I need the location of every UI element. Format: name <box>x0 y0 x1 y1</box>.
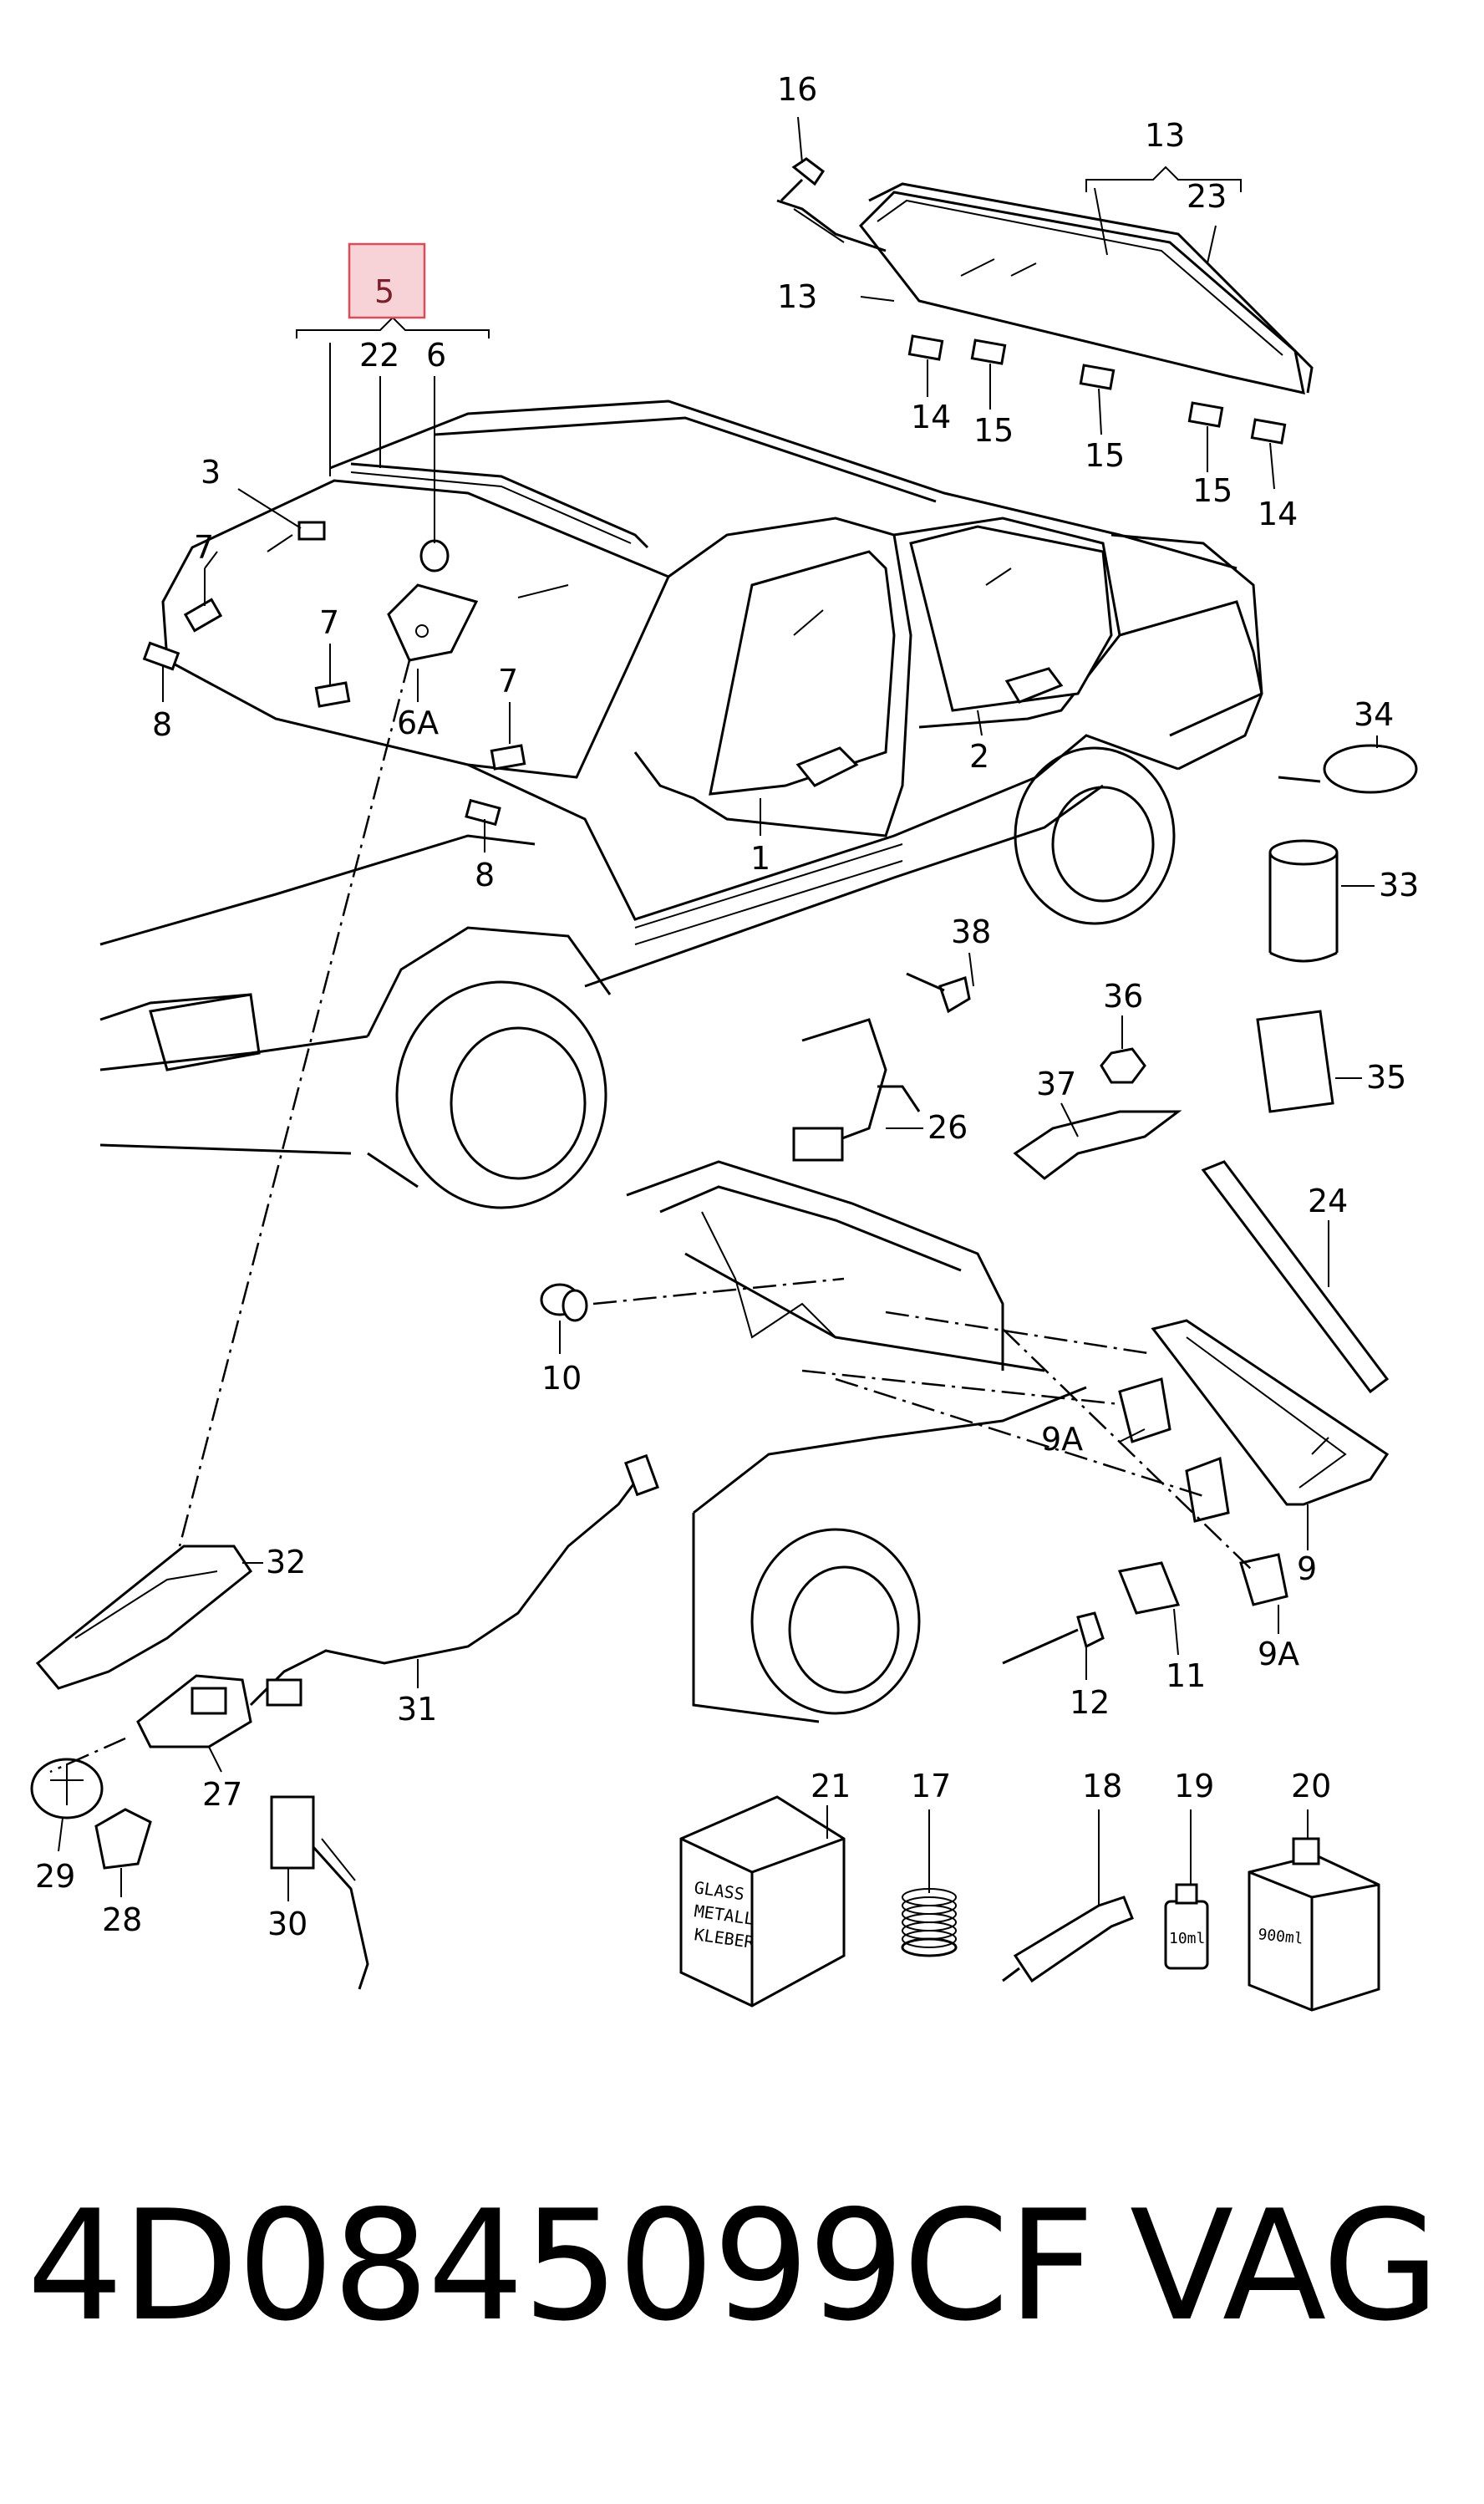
callout-11: 11 <box>1166 1657 1206 1694</box>
rear-window-assembly <box>777 159 1312 443</box>
callout-22: 22 <box>359 337 399 374</box>
highlight-box-item-5 <box>349 244 424 318</box>
coil-spring <box>902 1889 956 1956</box>
callout-6A: 6A <box>397 705 439 741</box>
front-door-glass <box>710 552 894 794</box>
brand-name: VAG <box>1130 2177 1440 2354</box>
callout-13-top: 13 <box>1145 117 1185 154</box>
callout-15-b: 15 <box>1085 437 1125 474</box>
callout-17: 17 <box>911 1768 951 1804</box>
callout-13-left: 13 <box>777 278 817 315</box>
callout-18: 18 <box>1082 1768 1122 1804</box>
callout-15-c: 15 <box>1192 472 1232 509</box>
callout-35: 35 <box>1366 1059 1406 1096</box>
callout-10: 10 <box>541 1360 582 1397</box>
rear-door-glass <box>911 527 1111 710</box>
callout-12: 12 <box>1070 1684 1110 1721</box>
right-side-parts <box>794 746 1416 1392</box>
callout-9A-b: 9A <box>1258 1636 1299 1672</box>
rear-quarter-detail <box>541 1162 1387 1722</box>
guide-lines <box>50 660 1253 1772</box>
callout-6: 6 <box>426 337 446 374</box>
callout-7-a: 7 <box>194 529 214 566</box>
callout-14-b: 14 <box>1258 496 1298 532</box>
car-body-illustration <box>100 401 1262 1208</box>
callout-labels: 16 13 23 13 22 6 14 15 15 15 14 3 7 7 7 … <box>35 71 1419 1942</box>
callout-7-b: 7 <box>319 604 339 641</box>
parts-diagram: GLASS METALL KLEBER 10ml 900ml <box>0 71 1419 2131</box>
callout-7-c: 7 <box>498 663 518 700</box>
callout-16: 16 <box>777 71 817 108</box>
callout-9: 9 <box>1297 1550 1317 1587</box>
windshield-parts <box>145 464 648 824</box>
front-wheel <box>397 982 606 1208</box>
callout-8-a: 8 <box>152 706 172 743</box>
svg-text:10ml: 10ml <box>1169 1930 1205 1947</box>
callout-8-b: 8 <box>475 857 495 893</box>
rear-wheel <box>1015 748 1174 924</box>
callout-2: 2 <box>969 738 989 775</box>
callout-31: 31 <box>397 1691 437 1728</box>
callout-14-a: 14 <box>911 399 951 435</box>
callout-23: 23 <box>1187 178 1227 215</box>
callout-5: 5 <box>374 273 394 310</box>
callout-38: 38 <box>951 914 991 950</box>
rain-sensor-assembly <box>32 1456 658 1989</box>
callout-36: 36 <box>1103 978 1143 1015</box>
quarter-glass <box>1153 1321 1387 1504</box>
callout-33: 33 <box>1379 867 1419 903</box>
callout-37: 37 <box>1036 1066 1076 1102</box>
callout-19: 19 <box>1174 1768 1214 1804</box>
callout-34: 34 <box>1354 696 1394 733</box>
door-glass-rails <box>798 669 1061 786</box>
callout-28: 28 <box>102 1901 142 1938</box>
consumables: GLASS METALL KLEBER 10ml 900ml <box>681 1797 1379 2010</box>
part-number: 4D0845099CF <box>27 2177 1095 2354</box>
callout-15-a: 15 <box>973 412 1014 449</box>
callout-30: 30 <box>267 1906 307 1942</box>
callout-1: 1 <box>750 840 770 877</box>
leader-lines <box>58 117 1377 1906</box>
callout-21: 21 <box>811 1768 851 1804</box>
callout-3: 3 <box>201 454 221 491</box>
callout-29: 29 <box>35 1858 75 1895</box>
callout-27: 27 <box>202 1776 242 1813</box>
callout-24: 24 <box>1308 1183 1348 1219</box>
callout-26: 26 <box>928 1109 968 1146</box>
callout-20: 20 <box>1291 1768 1331 1804</box>
callout-32: 32 <box>266 1544 306 1580</box>
callout-9A-a: 9A <box>1041 1421 1083 1458</box>
